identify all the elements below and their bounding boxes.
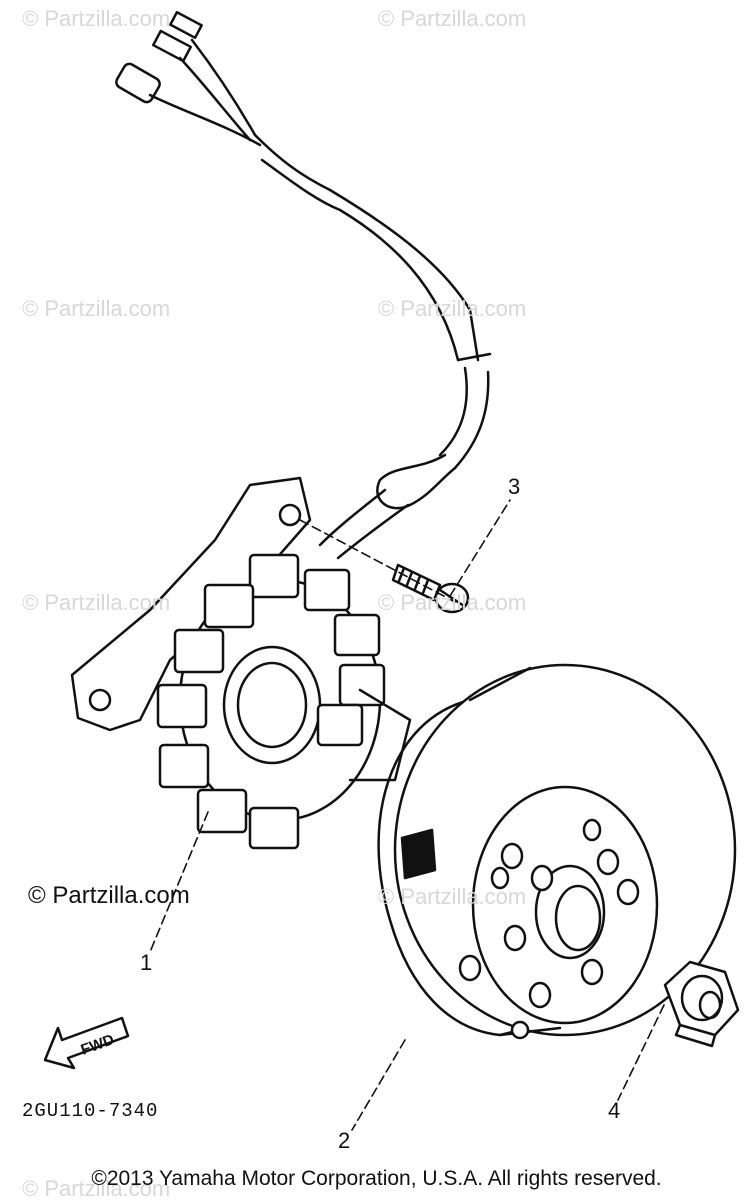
flywheel-rotor-part-2 [377, 663, 737, 1040]
wire-harness [115, 10, 492, 560]
part-code: 2GU110-7340 [22, 1100, 159, 1122]
watermark: © Partzilla.com [378, 6, 527, 31]
brand-mark: © Partzilla.com [28, 882, 190, 909]
watermark: © Partzilla.com [378, 590, 527, 615]
watermark: © Partzilla.com [22, 6, 171, 31]
watermark: © Partzilla.com [22, 590, 171, 615]
callout-part-4: 4 [608, 1098, 621, 1123]
watermark: © Partzilla.com [22, 1176, 171, 1201]
watermark: © Partzilla.com [22, 296, 171, 321]
copyright-notice: ©2013 Yamaha Motor Corporation, U.S.A. A… [91, 1167, 662, 1190]
leader-lines [149, 499, 665, 1131]
fwd-arrow [43, 1016, 130, 1070]
watermark: © Partzilla.com [378, 884, 527, 909]
callout-part-3: 3 [508, 474, 521, 499]
callout-part-1: 1 [140, 950, 153, 975]
callout-part-2: 2 [338, 1128, 351, 1153]
watermark: © Partzilla.com [378, 296, 527, 321]
stator-assembly [70, 476, 412, 850]
nut-part-4 [663, 960, 740, 1048]
